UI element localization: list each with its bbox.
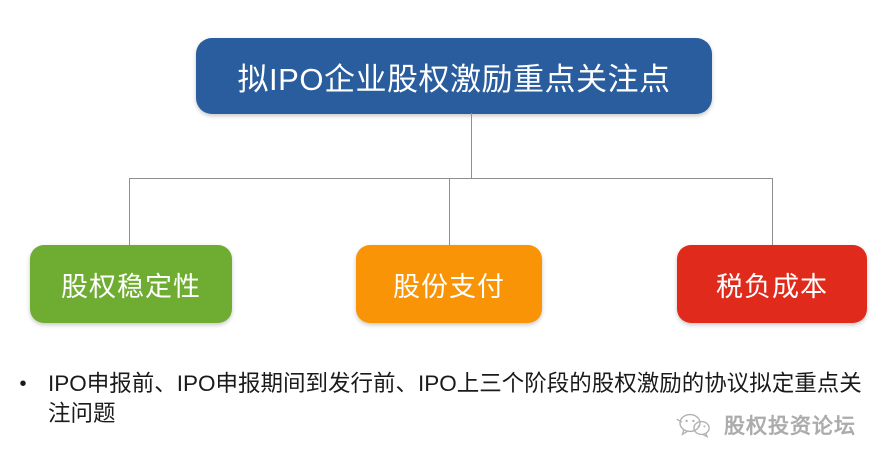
diagram-child-node-share-payment[interactable]: 股份支付: [356, 245, 542, 323]
watermark: 股权投资论坛: [676, 410, 856, 440]
connector-drop-center: [449, 178, 450, 246]
bullet-note-text: IPO申报前、IPO申报期间到发行前、IPO上三个阶段的股权激励的协议拟定重点关…: [48, 371, 862, 426]
connector-horizontal-bus: [129, 178, 773, 179]
connector-drop-left: [129, 178, 130, 246]
diagram-root-node[interactable]: 拟IPO企业股权激励重点关注点: [196, 38, 712, 114]
diagram-child-node-tax-cost[interactable]: 税负成本: [677, 245, 867, 323]
connector-root-stem: [471, 113, 472, 179]
bullet-list: • IPO申报前、IPO申报期间到发行前、IPO上三个阶段的股权激励的协议拟定重…: [14, 369, 864, 429]
bullet-marker-icon: •: [19, 373, 27, 395]
connector-drop-right: [772, 178, 773, 246]
diagram-child-node-equity-stability[interactable]: 股权稳定性: [30, 245, 232, 323]
watermark-label: 股权投资论坛: [724, 414, 856, 438]
wechat-bubble-icon: [676, 410, 718, 440]
